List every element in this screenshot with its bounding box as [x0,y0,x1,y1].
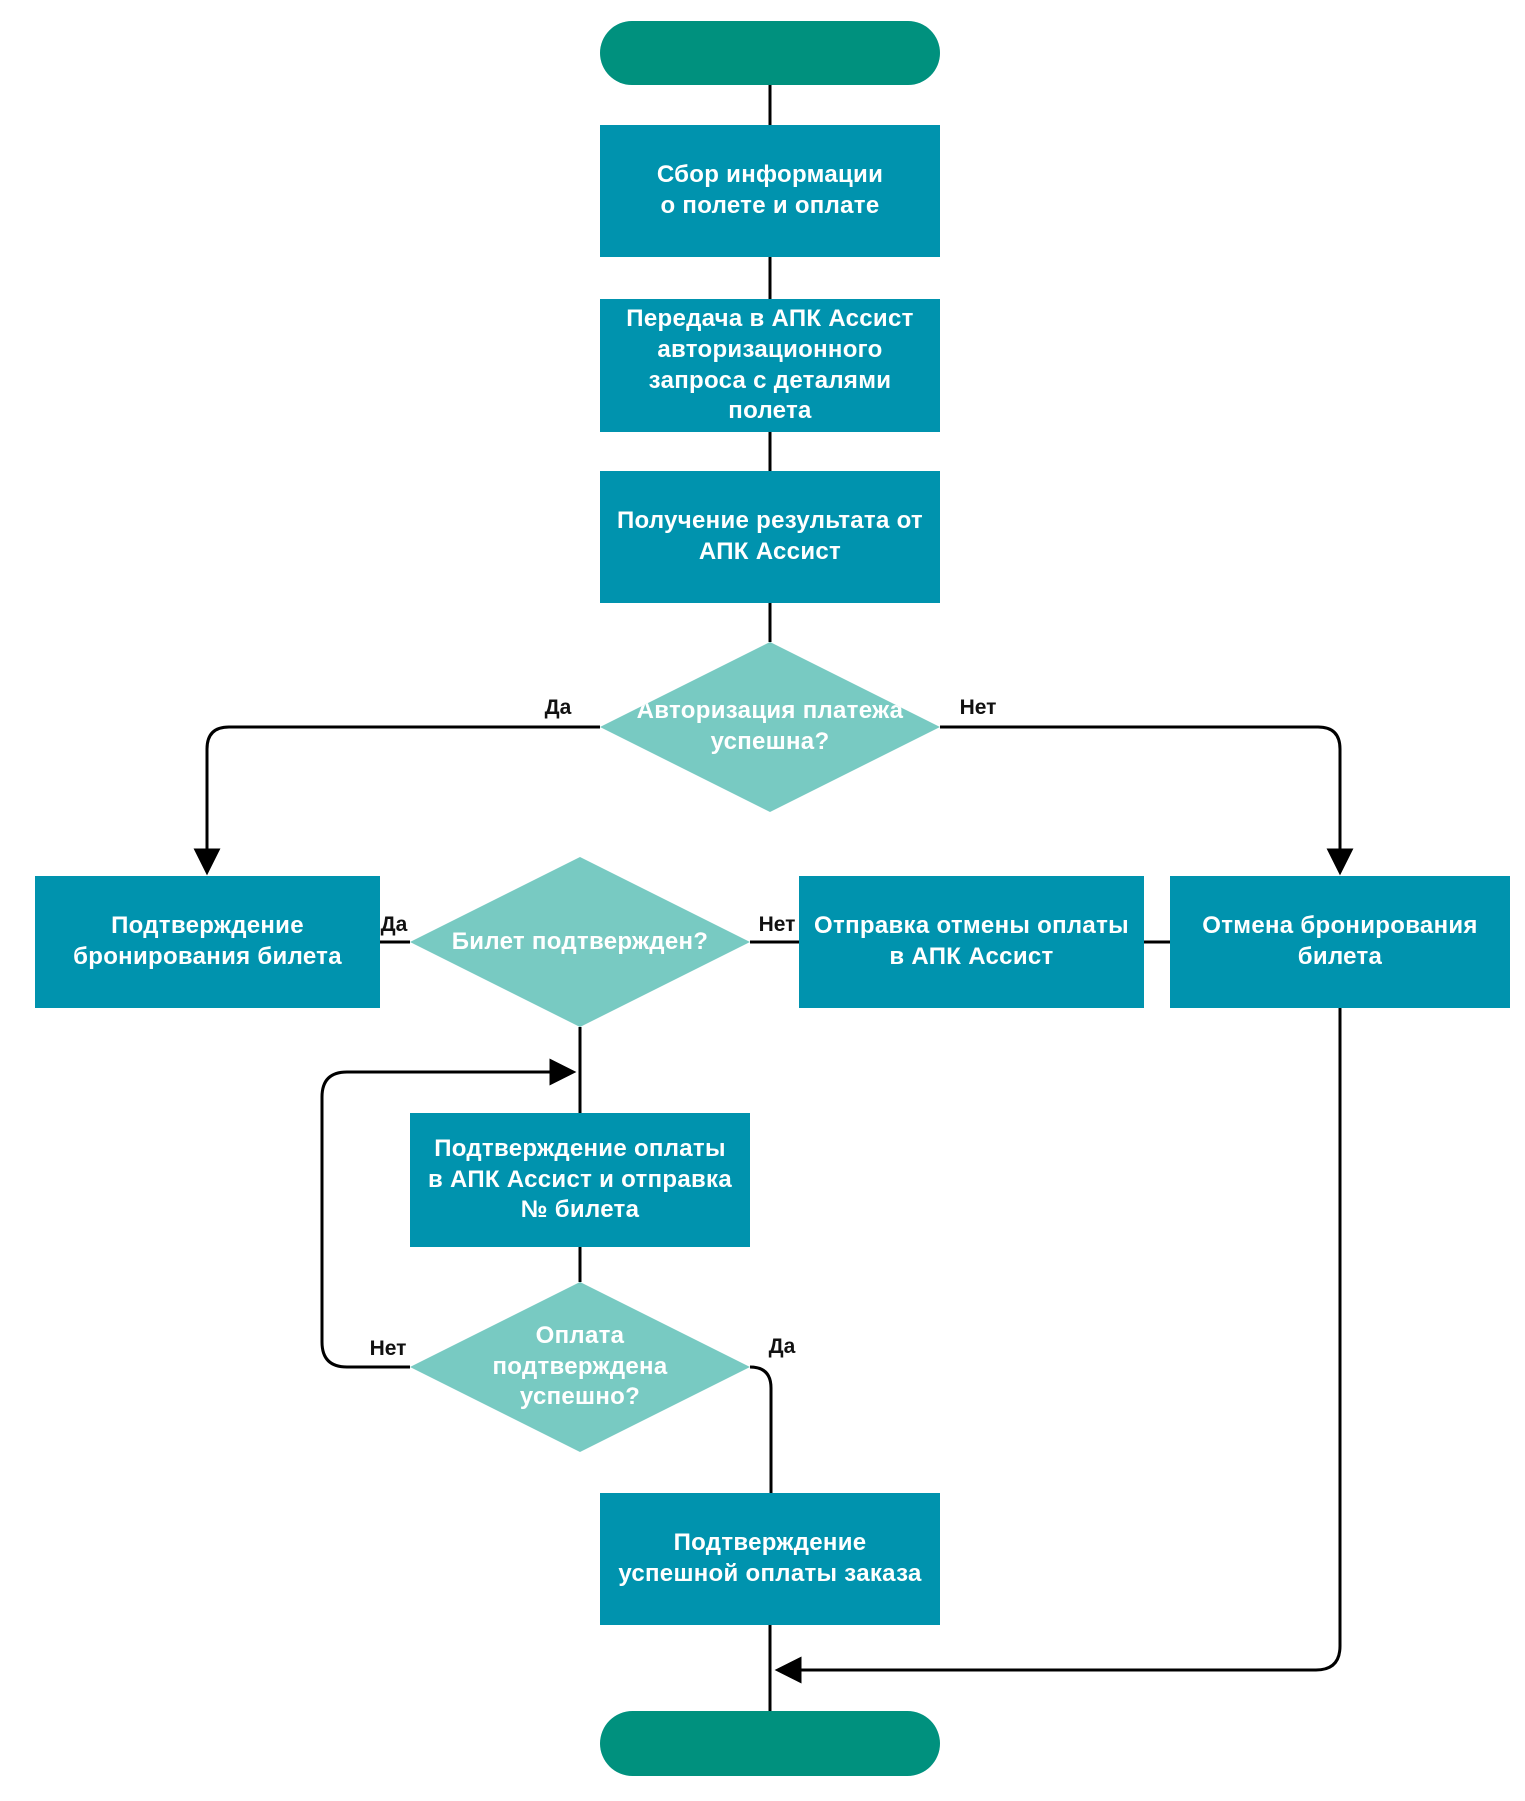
process-cancel-booking-label: Отмена бронирования билета [1202,912,1478,970]
process-collect-info: Сбор информации о полете и оплате [600,125,940,257]
edge-cancel-booking-to-end [774,1008,1342,1684]
edge-payment-yes-to-confirm-order [749,1365,773,1493]
edge-label-payment-yes: Да [768,1335,796,1358]
process-receive-result-label: Получение результата от АПК Ассист [617,507,923,565]
process-collect-info-label: Сбор информации о полете и оплате [656,161,884,219]
edge-auth-yes-to-confirm-booking [193,725,600,876]
process-confirm-booking: Подтверждение бронирования билета [35,876,380,1008]
process-send-cancel-payment-label: Отправка отмены оплаты в АПК Ассист [814,912,1129,970]
edge-label-auth-no: Нет [959,696,997,719]
edge-label-ticket-no: Нет [758,913,796,936]
decision-ticket-confirmed-label: Билет подтвержден? [451,927,709,955]
edge-label-auth-yes: Да [544,696,572,719]
end-node [600,1711,940,1776]
process-send-cancel-payment: Отправка отмены оплаты в АПК Ассист [799,876,1144,1008]
process-confirm-payment: Подтверждение оплаты в АПК Ассист и отпр… [410,1113,750,1247]
edge-auth-no-to-cancel-booking [940,725,1354,876]
edge-payment-no-loop [320,1058,577,1369]
decision-payment-confirmed-label: Оплата подтверждена успешно? [492,1321,668,1411]
process-confirm-payment-label: Подтверждение оплаты в АПК Ассист и отпр… [428,1134,732,1224]
edge-label-payment-no: Нет [369,1337,407,1360]
start-node [600,21,940,85]
process-confirm-order-label: Подтверждение успешной оплаты заказа [618,1529,922,1587]
decision-auth-success-label: Авторизация платежа успешна? [636,697,904,755]
process-confirm-booking-label: Подтверждение бронирования билета [73,912,342,970]
process-send-auth-request: Передача в АПК Ассист авторизационного з… [600,299,940,432]
process-receive-result: Получение результата от АПК Ассист [600,471,940,603]
process-confirm-order: Подтверждение успешной оплаты заказа [600,1493,940,1625]
edge-label-ticket-yes: Да [380,913,408,936]
process-cancel-booking: Отмена бронирования билета [1170,876,1510,1008]
process-send-auth-request-label: Передача в АПК Ассист авторизационного з… [626,305,914,425]
